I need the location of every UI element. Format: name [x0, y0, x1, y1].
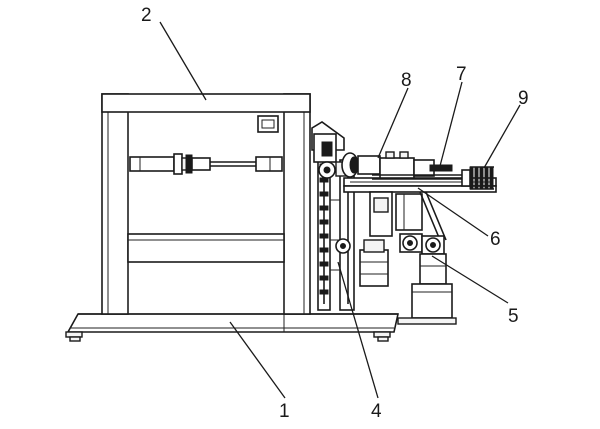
spring-assembly — [461, 166, 494, 190]
main-frame — [101, 93, 311, 315]
callout-2: 2 — [141, 5, 152, 26]
callout-8: 8 — [401, 70, 412, 91]
lower-motor-left — [359, 239, 389, 287]
callout-5: 5 — [508, 306, 519, 327]
callout-labels: 2 1 4 5 6 7 8 9 — [141, 5, 529, 422]
callout-1: 1 — [279, 401, 290, 422]
callout-9: 9 — [518, 88, 529, 109]
callout-6: 6 — [490, 229, 501, 250]
callout-7: 7 — [456, 64, 467, 85]
base-plate — [65, 313, 399, 342]
gear-motor — [397, 233, 457, 325]
leader-lines — [159, 21, 521, 399]
chain-conveyor — [311, 121, 355, 311]
callout-4: 4 — [371, 401, 382, 422]
drive-shaft — [129, 153, 283, 175]
spindle-chuck — [341, 151, 435, 179]
slide-rod — [372, 164, 468, 180]
